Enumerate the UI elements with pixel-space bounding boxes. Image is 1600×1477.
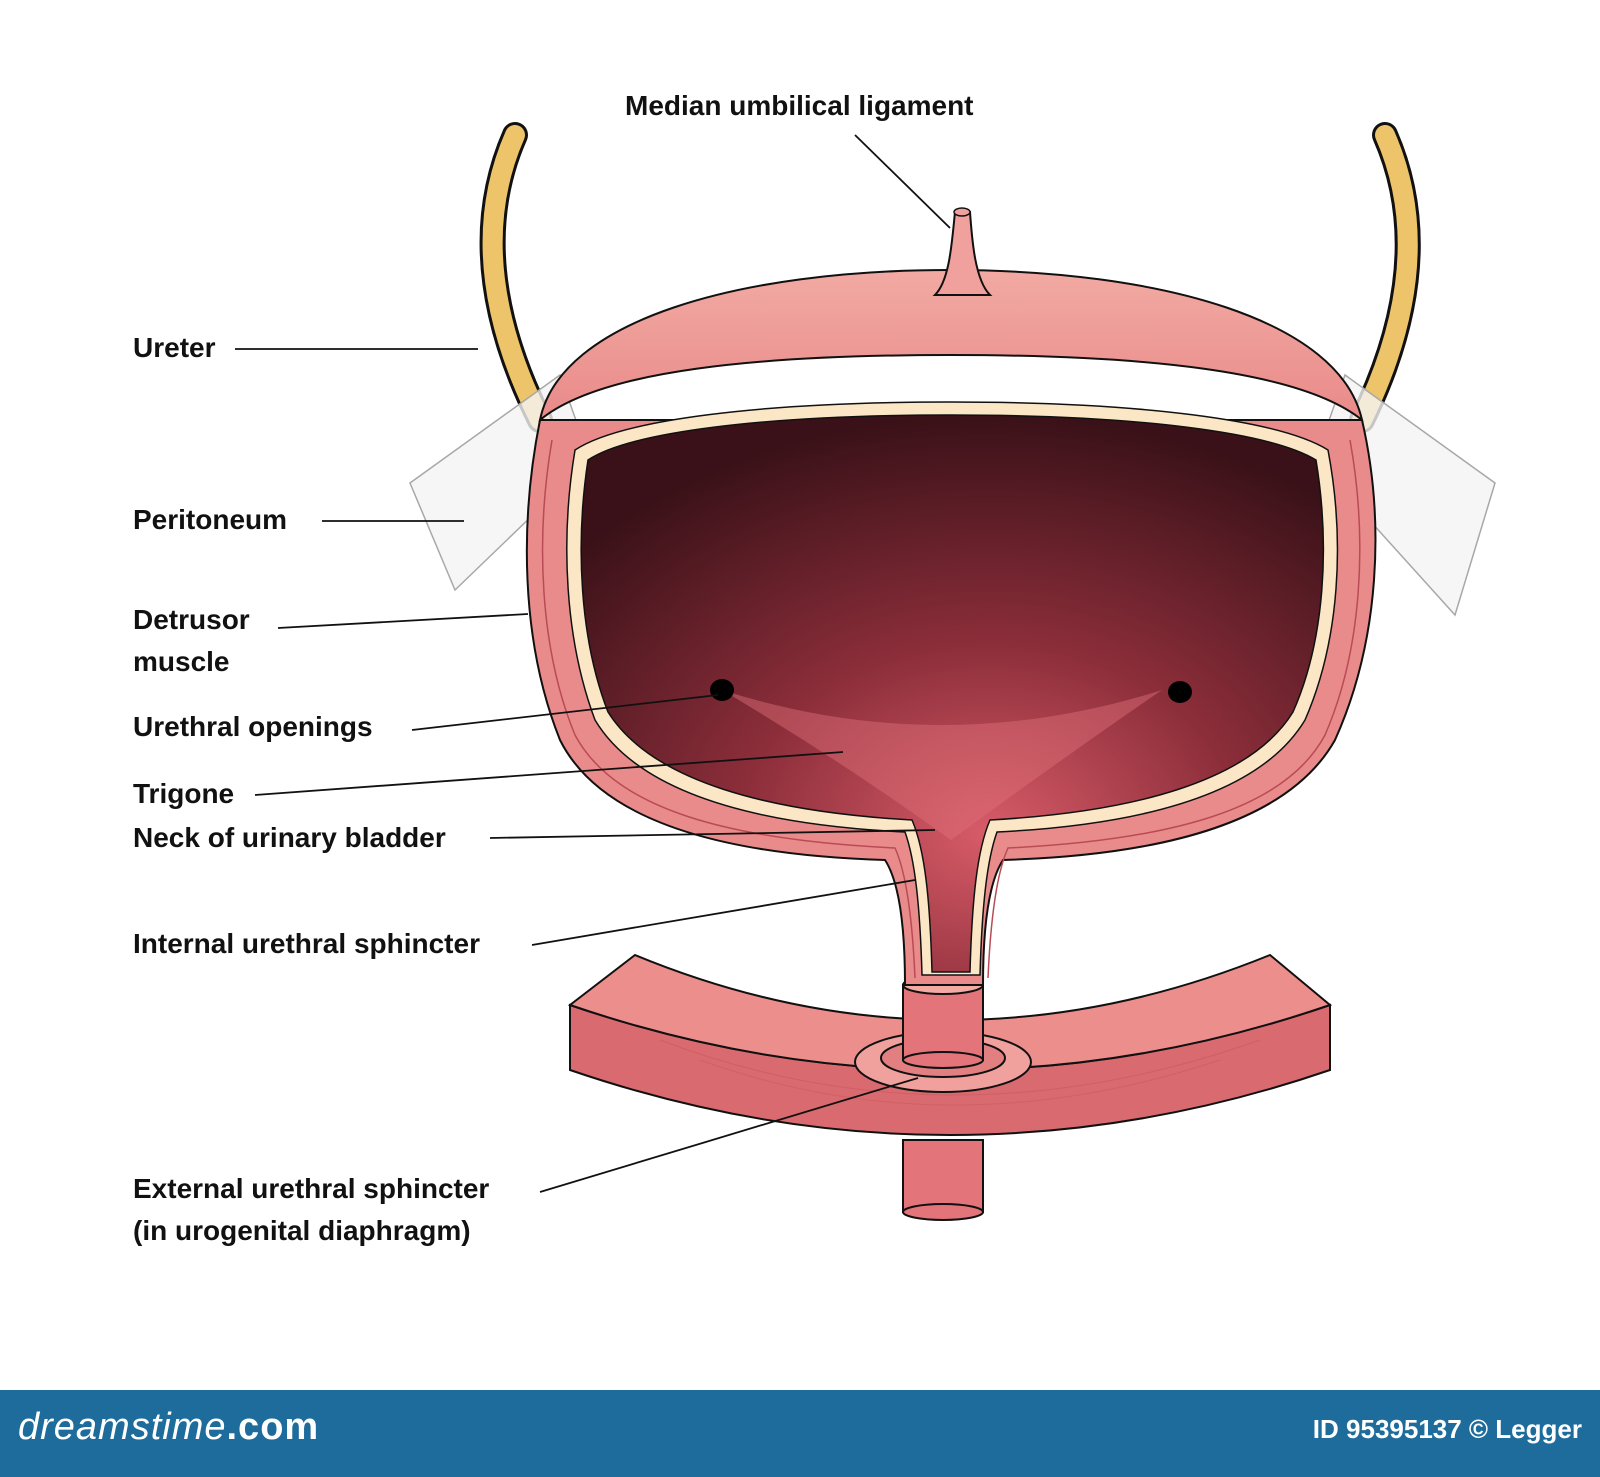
- label-peritoneum: Peritoneum: [133, 499, 287, 541]
- ureter-left: [493, 135, 540, 420]
- urethra-upper: [903, 976, 983, 1068]
- brand-logo[interactable]: dreamstime.com: [18, 1406, 319, 1449]
- label-urethral-openings: Urethral openings: [133, 706, 373, 748]
- label-internal-urethral-sphincter: Internal urethral sphincter: [133, 923, 480, 965]
- label-detrusor-line2: muscle: [133, 641, 250, 683]
- footer-bar: dreamstime.com ID 95395137 © Legger: [0, 1390, 1600, 1477]
- label-detrusor-muscle: Detrusor muscle: [133, 599, 250, 683]
- label-ureter: Ureter: [133, 327, 215, 369]
- label-detrusor-line1: Detrusor: [133, 599, 250, 641]
- brand-suffix: .com: [227, 1406, 320, 1448]
- label-neck-of-urinary-bladder: Neck of urinary bladder: [133, 817, 446, 859]
- bladder-lumen: [581, 415, 1323, 972]
- label-external-line2: (in urogenital diaphragm): [133, 1210, 489, 1252]
- urethra-lower: [903, 1140, 983, 1220]
- label-median-umbilical-ligament: Median umbilical ligament: [625, 85, 974, 127]
- image-credit: ID 95395137 © Legger: [1313, 1414, 1582, 1445]
- ureter-right: [1362, 135, 1408, 420]
- brand-name: dreamstime: [18, 1406, 227, 1448]
- label-external-line1: External urethral sphincter: [133, 1168, 489, 1210]
- label-external-urethral-sphincter: External urethral sphincter (in urogenit…: [133, 1168, 489, 1252]
- label-trigone: Trigone: [133, 773, 234, 815]
